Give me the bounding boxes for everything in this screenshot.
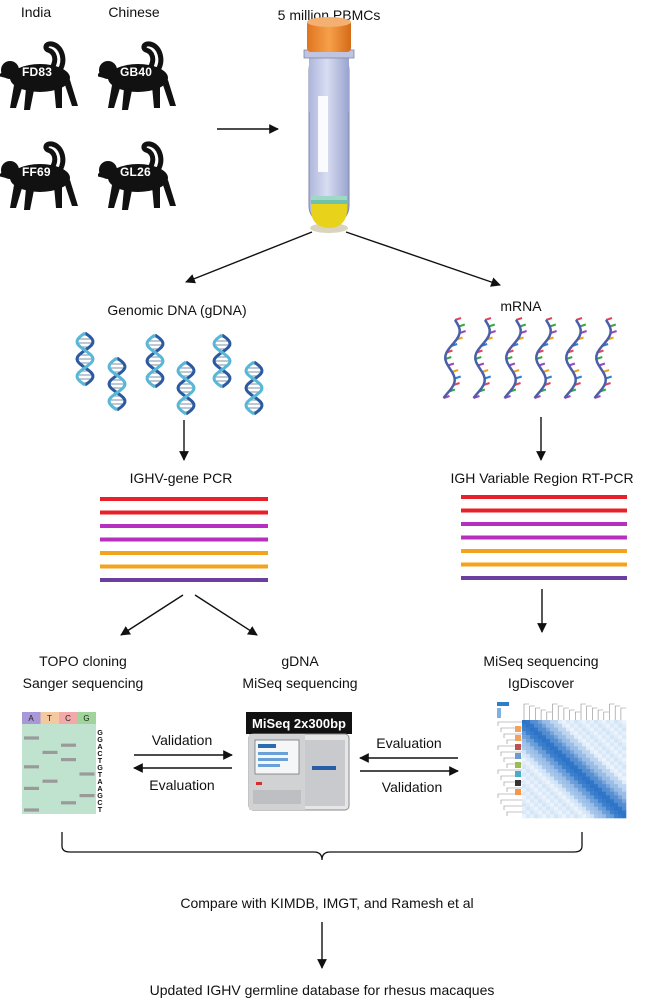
arrow-to-gdna-miseq bbox=[194, 594, 258, 636]
mrna-strand-3 bbox=[503, 317, 527, 399]
sequencer-label: MiSeq 2x300bp bbox=[252, 716, 346, 731]
dna-helix-icon bbox=[75, 331, 264, 416]
mrna-strand-5 bbox=[563, 317, 587, 399]
mrna-miseq-label-line1: MiSeq sequencing bbox=[483, 653, 599, 669]
dna-helix-5 bbox=[212, 333, 232, 389]
topo-label-line1: TOPO cloning bbox=[39, 653, 127, 669]
sanger-seq-letter: G bbox=[97, 728, 103, 737]
dna-helix-6 bbox=[244, 360, 264, 416]
sanger-base-C: C bbox=[65, 714, 71, 723]
gdna-miseq-label-line2: MiSeq sequencing bbox=[242, 675, 358, 691]
sanger-seq-letter: A bbox=[97, 742, 102, 751]
animal-id-gl26: GL26 bbox=[120, 165, 151, 179]
mrna-pcr-bands bbox=[461, 495, 627, 580]
right-arrow-top-label: Evaluation bbox=[376, 735, 442, 751]
pbmc-label: 5 million PBMCs bbox=[277, 7, 381, 23]
sanger-base-A: A bbox=[28, 714, 34, 723]
animal-id-ff69: FF69 bbox=[22, 165, 51, 179]
monkey-gl26-icon: GL26 bbox=[98, 130, 188, 220]
mrna-pcr-label: IGH Variable Region RT-PCR bbox=[450, 470, 634, 486]
gdna-pcr-label: IGHV-gene PCR bbox=[129, 470, 233, 486]
sanger-seq-letter: T bbox=[98, 805, 103, 814]
sanger-seq-letter: T bbox=[98, 770, 103, 779]
mrna-miseq-label-line2: IgDiscover bbox=[507, 675, 575, 691]
test-tube-icon bbox=[303, 17, 355, 233]
right-arrow-bottom-label: Validation bbox=[381, 779, 443, 795]
sanger-seq-letter: A bbox=[97, 784, 102, 793]
sanger-seq-letter: G bbox=[97, 735, 103, 744]
arrow-to-mrna bbox=[345, 231, 501, 287]
animal-id-fd83: FD83 bbox=[22, 65, 53, 79]
origin-chinese-label: Chinese bbox=[108, 4, 160, 20]
sanger-seq-letter: C bbox=[97, 749, 102, 758]
mrna-strand-4 bbox=[533, 317, 557, 399]
sanger-base-G: G bbox=[83, 714, 89, 723]
dna-helix-4 bbox=[176, 360, 196, 416]
miseq-sequencer-icon: MiSeq 2x300bp bbox=[246, 712, 352, 811]
sanger-seq-letter: C bbox=[97, 798, 102, 807]
igdiscover-heatmap-icon bbox=[497, 702, 627, 819]
gdna-miseq-label-line1: gDNA bbox=[281, 653, 319, 669]
arrow-to-topo bbox=[120, 594, 184, 636]
sanger-seq-letter: T bbox=[98, 756, 103, 765]
left-arrow-bottom-label: Evaluation bbox=[149, 777, 215, 793]
monkey-fd83-icon: FD83 bbox=[0, 30, 90, 120]
dna-helix-1 bbox=[75, 331, 95, 387]
compare-label: Compare with KIMDB, IMGT, and Ramesh et … bbox=[180, 895, 474, 911]
dna-helix-2 bbox=[107, 356, 127, 412]
sanger-base-T: T bbox=[47, 714, 52, 723]
mrna-strand-6 bbox=[593, 317, 617, 399]
sanger-seq-letter: A bbox=[97, 777, 102, 786]
monkey-gb40-icon: GB40 bbox=[98, 30, 188, 120]
origin-india-label: India bbox=[20, 4, 52, 20]
sanger-seq-letter: G bbox=[97, 791, 103, 800]
mrna-strand-icon bbox=[442, 317, 617, 399]
monkey-ff69-icon: FF69 bbox=[0, 130, 90, 220]
mrna-strand-1 bbox=[442, 317, 466, 399]
mrna-label: mRNA bbox=[500, 298, 542, 314]
left-arrow-top-label: Validation bbox=[151, 732, 213, 748]
sanger-seq-letter: G bbox=[97, 763, 103, 772]
dna-helix-3 bbox=[145, 333, 165, 389]
gdna-pcr-bands bbox=[100, 497, 268, 582]
topo-label-line2: Sanger sequencing bbox=[22, 675, 144, 691]
mrna-strand-2 bbox=[472, 317, 496, 399]
gdna-label: Genomic DNA (gDNA) bbox=[107, 302, 247, 318]
merge-brace bbox=[61, 832, 583, 861]
animal-id-gb40: GB40 bbox=[120, 65, 153, 79]
result-label: Updated IGHV germline database for rhesu… bbox=[149, 982, 495, 998]
arrow-to-gdna bbox=[185, 231, 313, 284]
